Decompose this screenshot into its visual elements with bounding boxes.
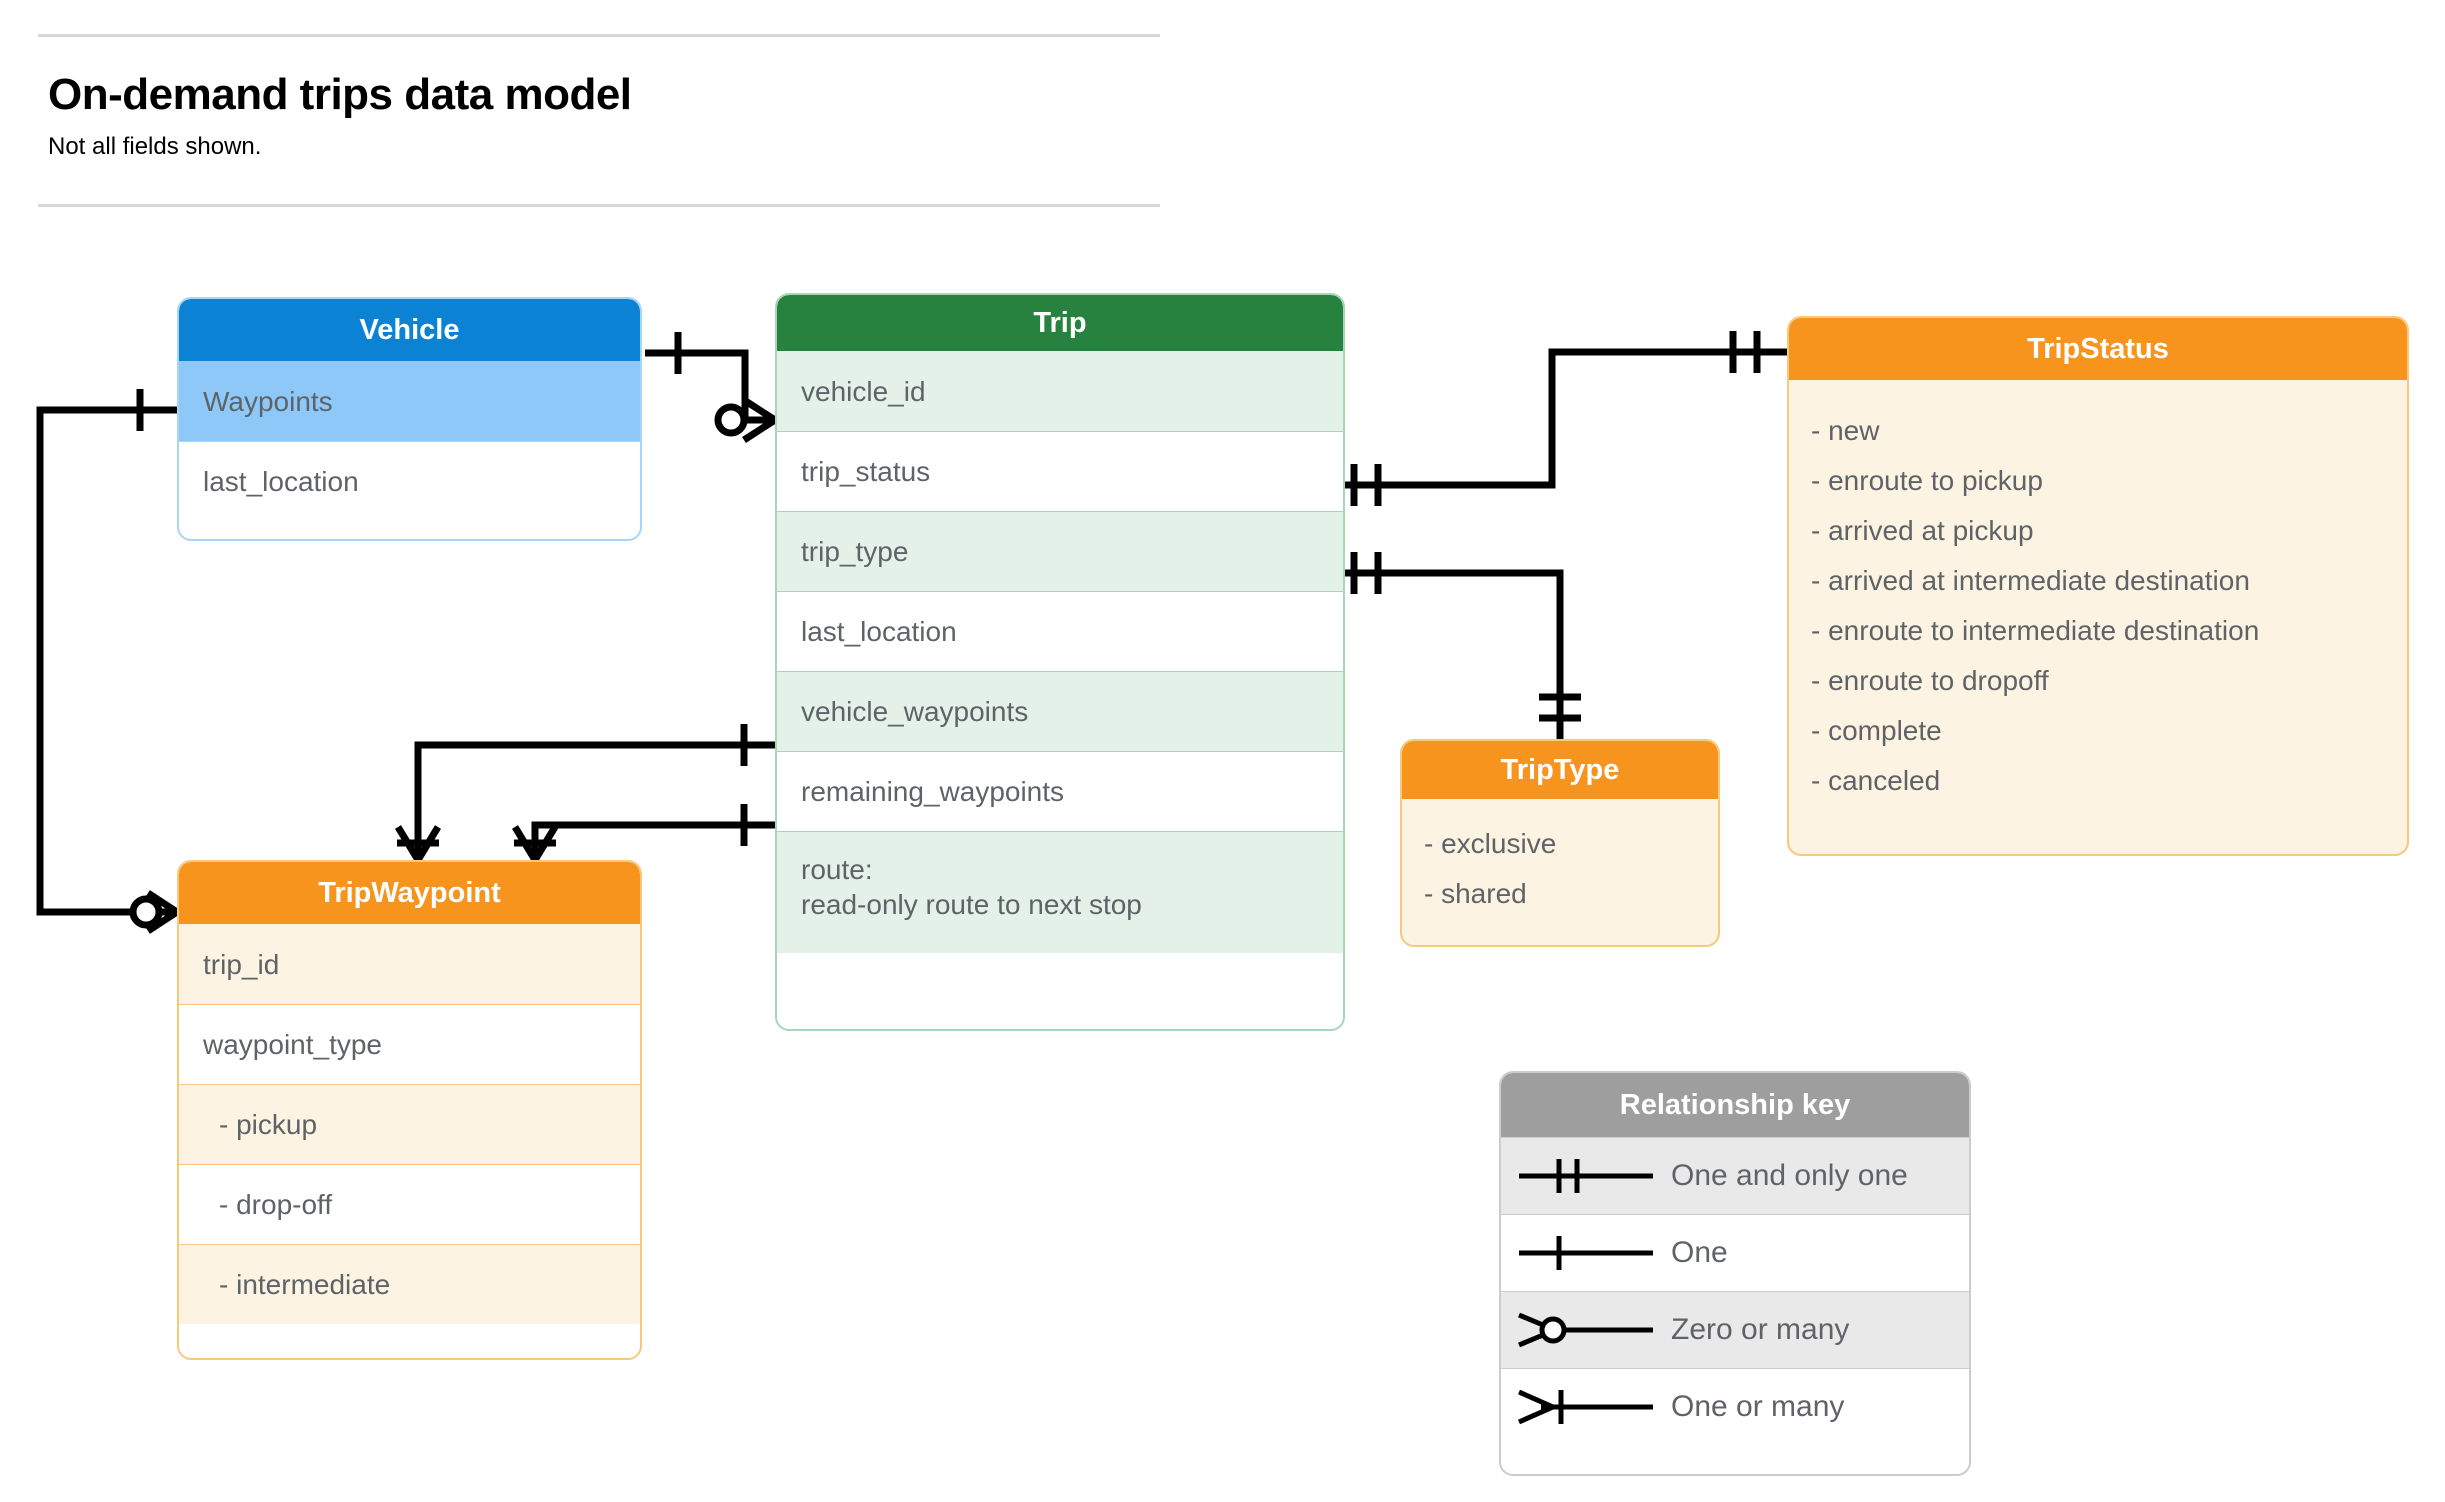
- field-row-route[interactable]: route: read-only route to next stop: [777, 831, 1343, 953]
- enum-value: - complete: [1811, 715, 1942, 746]
- legend-row: One: [1501, 1214, 1969, 1291]
- field-row[interactable]: waypoint_type: [179, 1004, 640, 1084]
- enum-value: - shared: [1424, 878, 1527, 909]
- enum-value: - arrived at pickup: [1811, 515, 2034, 546]
- enum-value: - new: [1811, 415, 1880, 446]
- entity-vehicle[interactable]: Vehicle Waypoints last_location: [177, 297, 642, 541]
- entity-tripstatus-values: - new - enroute to pickup - arrived at p…: [1789, 380, 2407, 806]
- field-row[interactable]: vehicle_waypoints: [777, 671, 1343, 751]
- entity-triptype-values: - exclusive - shared: [1402, 799, 1718, 919]
- page-subtitle: Not all fields shown.: [48, 133, 262, 160]
- page-title: On-demand trips data model: [48, 70, 632, 119]
- legend-label: One or many: [1671, 1390, 1845, 1423]
- legend-row: One or many: [1501, 1368, 1969, 1445]
- field-row[interactable]: last_location: [777, 591, 1343, 671]
- field-row[interactable]: - pickup: [179, 1084, 640, 1164]
- entity-tripwaypoint-fields: trip_id waypoint_type - pickup - drop-of…: [179, 924, 640, 1324]
- connector-triptype: [1345, 552, 1581, 739]
- entity-triptype-title: TripType: [1402, 741, 1718, 799]
- entity-trip-title: Trip: [777, 295, 1343, 351]
- field-row[interactable]: remaining_waypoints: [777, 751, 1343, 831]
- entity-trip[interactable]: Trip vehicle_id trip_status trip_type la…: [775, 293, 1345, 1031]
- relationship-key-panel[interactable]: Relationship key One and only one One: [1499, 1071, 1971, 1476]
- connector-vehicle-waypoints-to-tripwaypoint: [36, 389, 179, 934]
- one-or-many-icon: [1501, 1382, 1671, 1432]
- enum-value: - enroute to dropoff: [1811, 665, 2049, 696]
- connector-vehicle-to-trip: [645, 332, 777, 443]
- entity-triptype[interactable]: TripType - exclusive - shared: [1400, 739, 1720, 947]
- entity-tripstatus[interactable]: TripStatus - new - enroute to pickup - a…: [1787, 316, 2409, 856]
- field-row[interactable]: trip_id: [179, 924, 640, 1004]
- enum-value: - arrived at intermediate destination: [1811, 565, 2250, 596]
- legend-label: Zero or many: [1671, 1313, 1850, 1346]
- connector-remaining-waypoints-field: [512, 804, 775, 862]
- legend-row: Zero or many: [1501, 1291, 1969, 1368]
- field-row[interactable]: - drop-off: [179, 1164, 640, 1244]
- field-row[interactable]: last_location: [179, 441, 640, 521]
- field-label: route:: [801, 854, 873, 885]
- relationship-key-title: Relationship key: [1501, 1073, 1969, 1137]
- header-divider-top: [38, 34, 1160, 37]
- entity-trip-fields: vehicle_id trip_status trip_type last_lo…: [777, 351, 1343, 953]
- field-row[interactable]: - intermediate: [179, 1244, 640, 1324]
- zero-or-many-icon: [1501, 1305, 1671, 1355]
- connector-tripstatus: [1345, 331, 1787, 506]
- header-divider-bottom: [38, 204, 1160, 207]
- field-description: read-only route to next stop: [801, 889, 1142, 920]
- legend-row: One and only one: [1501, 1137, 1969, 1214]
- document-header: On-demand trips data model Not all field…: [0, 0, 2445, 230]
- one-and-only-one-icon: [1501, 1151, 1671, 1201]
- field-row[interactable]: vehicle_id: [777, 351, 1343, 431]
- enum-value: - canceled: [1811, 765, 1941, 796]
- enum-value: - enroute to intermediate destination: [1811, 615, 2260, 646]
- entity-tripwaypoint-title: TripWaypoint: [179, 862, 640, 924]
- entity-vehicle-title: Vehicle: [179, 299, 640, 361]
- enum-value: - enroute to pickup: [1811, 465, 2043, 496]
- field-row[interactable]: Waypoints: [179, 361, 640, 441]
- field-row[interactable]: trip_status: [777, 431, 1343, 511]
- entity-tripstatus-title: TripStatus: [1789, 318, 2407, 380]
- field-row[interactable]: trip_type: [777, 511, 1343, 591]
- legend-label: One: [1671, 1236, 1728, 1269]
- entity-tripwaypoint[interactable]: TripWaypoint trip_id waypoint_type - pic…: [177, 860, 642, 1360]
- one-icon: [1501, 1228, 1671, 1278]
- connector-vehicle-waypoints-field: [395, 724, 775, 862]
- entity-vehicle-fields: Waypoints last_location: [179, 361, 640, 521]
- enum-value: - exclusive: [1424, 828, 1557, 859]
- legend-label: One and only one: [1671, 1159, 1908, 1192]
